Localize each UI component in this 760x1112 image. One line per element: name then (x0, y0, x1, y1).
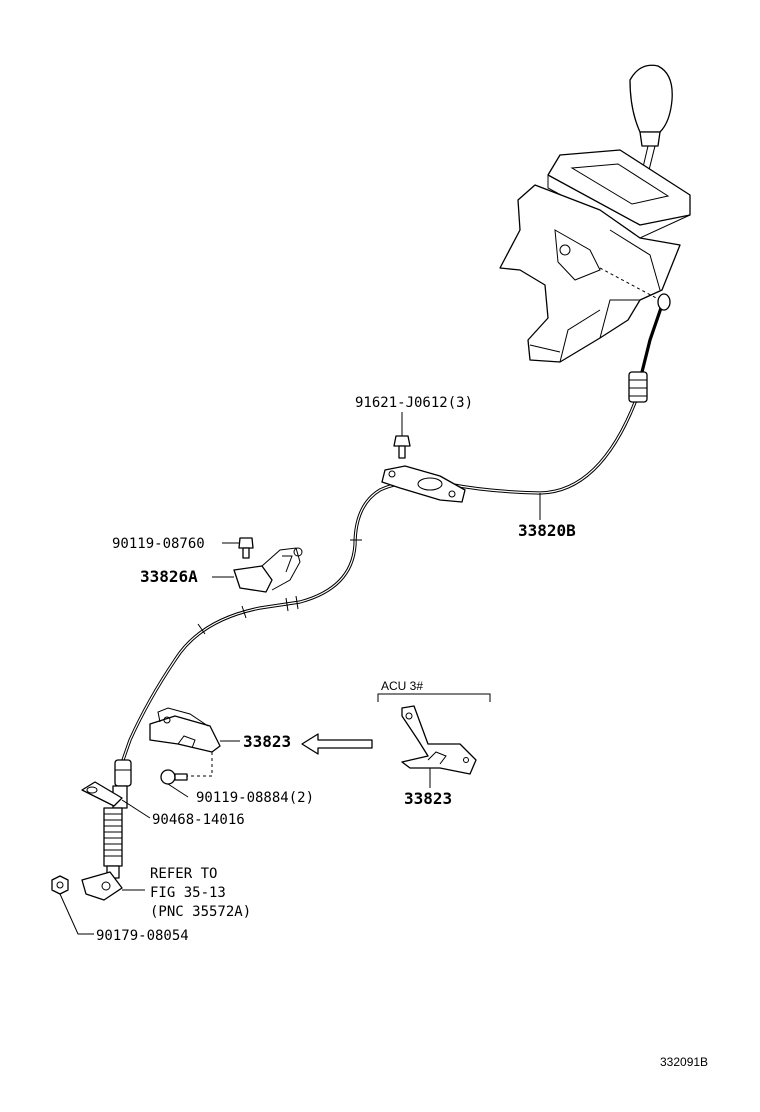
bolt-left (238, 537, 254, 559)
label-refer-2: FIG 35-13 (150, 885, 226, 901)
nut (51, 875, 69, 895)
shift-lever-assembly (499, 64, 691, 363)
label-clip: 90468-14016 (152, 812, 245, 828)
grommet-plate (381, 465, 466, 503)
label-cable: 33820B (518, 521, 576, 540)
bracket-left (233, 547, 303, 593)
variant-box (377, 693, 491, 702)
label-variant-title: ACU 3# (381, 679, 423, 693)
label-bracket-main: 33823 (243, 732, 291, 751)
label-bolt-top: 91621-J0612(3) (355, 395, 473, 411)
label-refer-1: REFER TO (150, 866, 217, 882)
shift-cable (121, 293, 671, 762)
label-bracket-left: 33826A (140, 567, 198, 586)
label-bolt-mid: 90119-08884(2) (196, 790, 314, 806)
bracket-variant (401, 705, 477, 775)
label-refer-3: (PNC 35572A) (150, 904, 251, 920)
arrow-left-icon (301, 733, 373, 755)
bracket-main (149, 707, 221, 753)
label-bolt-left: 90119-08760 (112, 536, 205, 552)
bolt-mid (160, 769, 188, 785)
bolt-top (393, 412, 411, 459)
diagram-id: 332091B (660, 1055, 708, 1069)
label-nut: 90179-08054 (96, 928, 189, 944)
label-variant-part: 33823 (404, 789, 452, 808)
cable-lower-end (81, 759, 132, 901)
